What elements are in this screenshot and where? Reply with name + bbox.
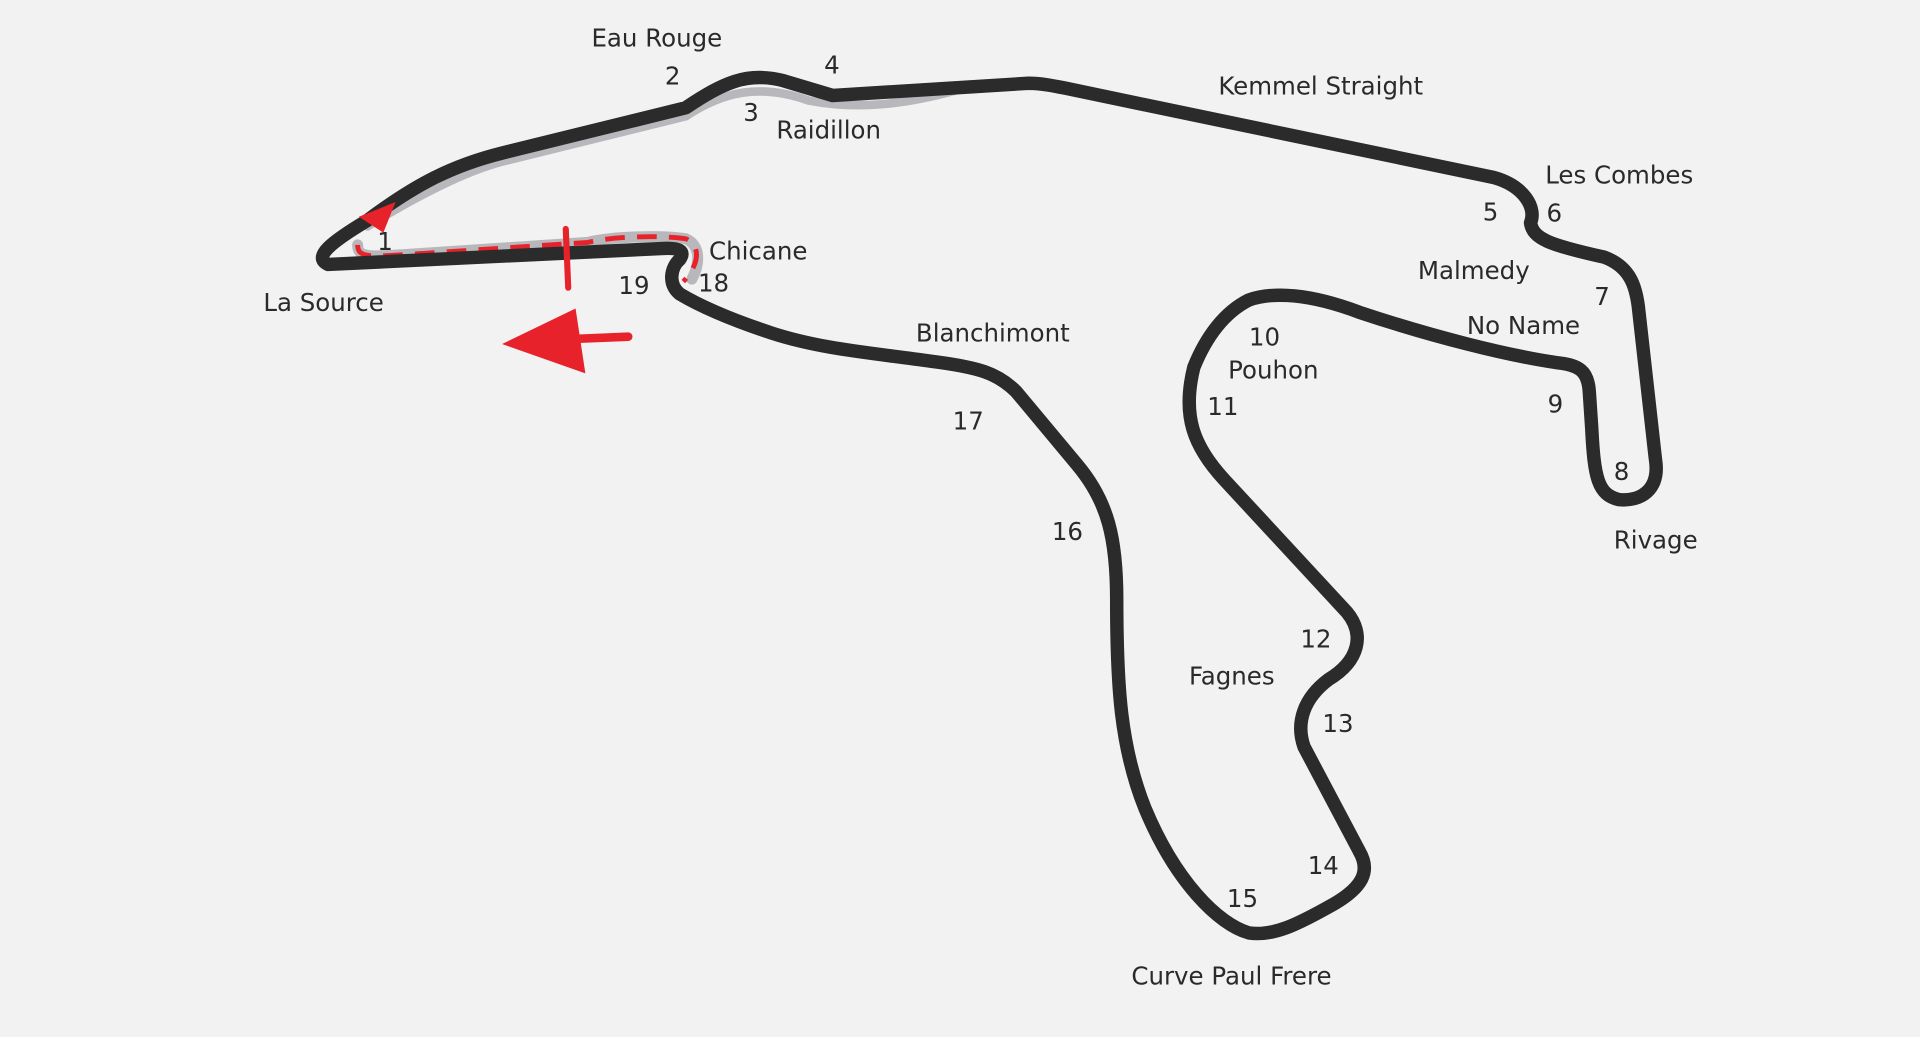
label-rivage: Rivage [1614,525,1698,554]
label-fagnes: Fagnes [1189,661,1275,690]
turn-7: 7 [1594,282,1610,311]
turn-19: 19 [618,271,649,300]
start-finish-line [562,225,572,291]
pit-lane-top [363,86,960,231]
label-eau-rouge: Eau Rouge [591,24,722,53]
track-outline [315,70,1663,941]
label-no-name: No Name [1467,311,1580,340]
label-les-combes: Les Combes [1545,161,1693,190]
direction-arrow-icon [502,308,633,374]
label-paul-frere: Curve Paul Frere [1131,961,1331,990]
label-la-source: La Source [263,288,383,317]
turn-6: 6 [1546,199,1562,228]
turn-15: 15 [1227,884,1258,913]
turn-9: 9 [1548,390,1564,419]
turn-8: 8 [1614,457,1630,486]
turn-4: 4 [824,50,840,79]
label-kemmel: Kemmel Straight [1218,71,1423,100]
label-chicane: Chicane [709,237,807,266]
turn-2: 2 [665,61,681,90]
pit-lane-route [355,234,699,284]
turn-1-direction-arrow-icon [358,202,396,233]
label-raidillon: Raidillon [776,115,881,144]
turn-16: 16 [1052,517,1083,546]
turn-14: 14 [1308,851,1339,880]
label-pouhon: Pouhon [1228,355,1318,384]
label-malmedy: Malmedy [1418,256,1530,285]
turn-11: 11 [1207,392,1238,421]
turn-13: 13 [1322,709,1353,738]
turn-10: 10 [1249,322,1280,351]
turn-12: 12 [1300,625,1331,654]
turn-3: 3 [743,98,759,127]
turn-17: 17 [953,407,984,436]
turn-5: 5 [1483,197,1499,226]
turn-18: 18 [698,268,729,297]
label-blanchimont: Blanchimont [916,319,1070,348]
turn-1: 1 [377,227,393,256]
